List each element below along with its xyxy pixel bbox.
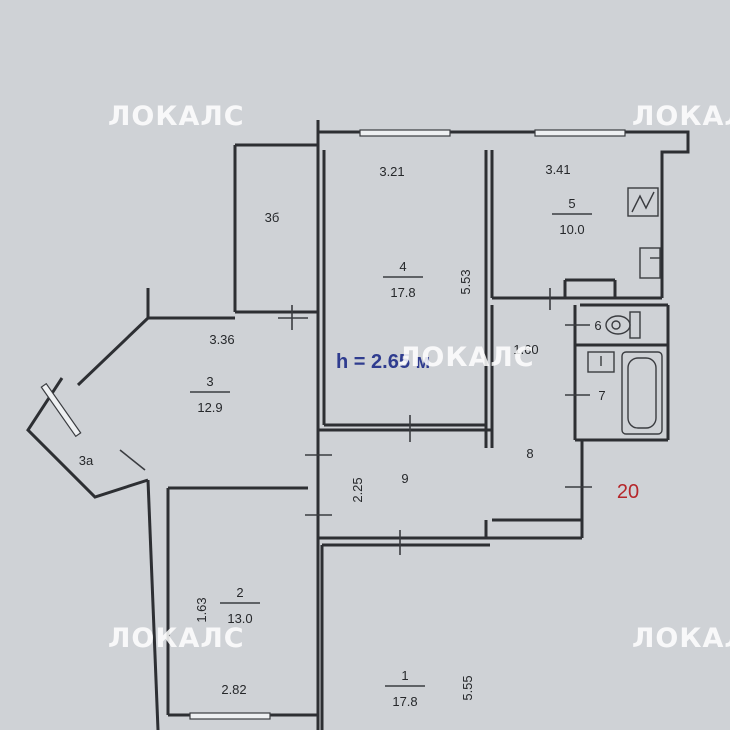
dimension-label: 2.82 (221, 682, 246, 697)
room-6-number: 6 (594, 318, 601, 333)
ceiling-height-label: h = 2.65 м (336, 351, 430, 373)
interior-walls (235, 132, 670, 730)
watermark: ЛОКАЛС (108, 101, 245, 132)
dimension-label: 1.60 (513, 342, 538, 357)
dimension-label: 5.55 (460, 675, 475, 700)
room-3a-number: 3а (79, 453, 94, 468)
watermarks: ЛОКАЛС ЛОКАЛС ЛОКАЛС ЛОКАЛС ЛОКАЛС (108, 101, 730, 654)
room-2-number: 2 (236, 585, 243, 600)
dimension-label: 3.36 (209, 332, 234, 347)
dimension-label: 3.41 (545, 162, 570, 177)
dimension-label: 1.63 (194, 597, 209, 622)
room-5-area: 10.0 (559, 222, 584, 237)
room-4-number: 4 (399, 259, 406, 274)
watermark: ЛОКАЛС (398, 342, 535, 373)
door-marks (119, 288, 592, 555)
stove-icon (627, 187, 659, 217)
room-1-area: 17.8 (392, 694, 417, 709)
room-3-area: 12.9 (197, 400, 222, 415)
washbasin-icon (587, 351, 615, 373)
toilet-icon (605, 311, 641, 339)
fixtures (587, 187, 663, 435)
room-4-area: 17.8 (390, 285, 415, 300)
bathtub-icon (621, 351, 663, 435)
room-1-number: 1 (401, 668, 408, 683)
dimension-label: 2.25 (350, 477, 365, 502)
watermark: ЛОКАЛС (108, 623, 245, 654)
dimension-labels: 3.21 3.41 5.53 3.36 1.60 2.25 1.63 2.82 … (194, 162, 571, 701)
room-7-number: 7 (598, 388, 605, 403)
kitchen-sink-icon (639, 247, 661, 279)
room-9-number: 9 (401, 471, 408, 486)
room-2-area: 13.0 (227, 611, 252, 626)
dimension-label: 3.21 (379, 164, 404, 179)
watermark: ЛОКАЛС (632, 101, 730, 132)
room-5-number: 5 (568, 196, 575, 211)
watermark: ЛОКАЛС (632, 623, 730, 654)
room-8-number: 8 (526, 446, 533, 461)
dimension-label: 5.53 (458, 269, 473, 294)
room-labels: 4 17.8 5 10.0 3 12.9 2 13.0 1 17.8 3а 3б… (79, 196, 606, 709)
apartment-number: 20 (617, 481, 639, 503)
room-3b-number: 3б (265, 210, 280, 225)
windows (40, 129, 626, 720)
room-3-number: 3 (206, 374, 213, 389)
